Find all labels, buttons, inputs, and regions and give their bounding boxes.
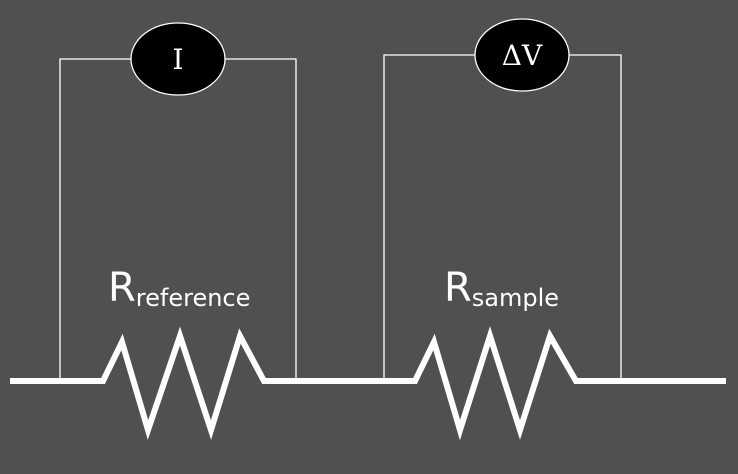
sample-loop-wire-left: [383, 54, 475, 381]
reference-resistor-subscript: reference: [136, 284, 251, 312]
sample-resistor-symbol: R: [444, 265, 472, 311]
sample-resistor-subscript: sample: [472, 284, 559, 312]
reference-loop-wire-left: [59, 58, 131, 381]
reference-resistor-label: Rreference: [108, 265, 250, 312]
voltage-meter-label: ΔV: [502, 39, 543, 72]
main-circuit-wire: [10, 326, 726, 441]
sample-loop-wire-right: [569, 54, 622, 381]
voltage-meter-body: [474, 18, 570, 92]
reference-resistor-symbol: R: [108, 265, 136, 311]
current-meter-label: I: [172, 43, 183, 76]
reference-loop-wire-right: [225, 58, 297, 381]
current-meter: I: [130, 22, 226, 96]
voltage-meter: ΔV: [474, 18, 570, 92]
current-meter-body: [130, 22, 226, 96]
sample-resistor-label: Rsample: [444, 265, 559, 312]
